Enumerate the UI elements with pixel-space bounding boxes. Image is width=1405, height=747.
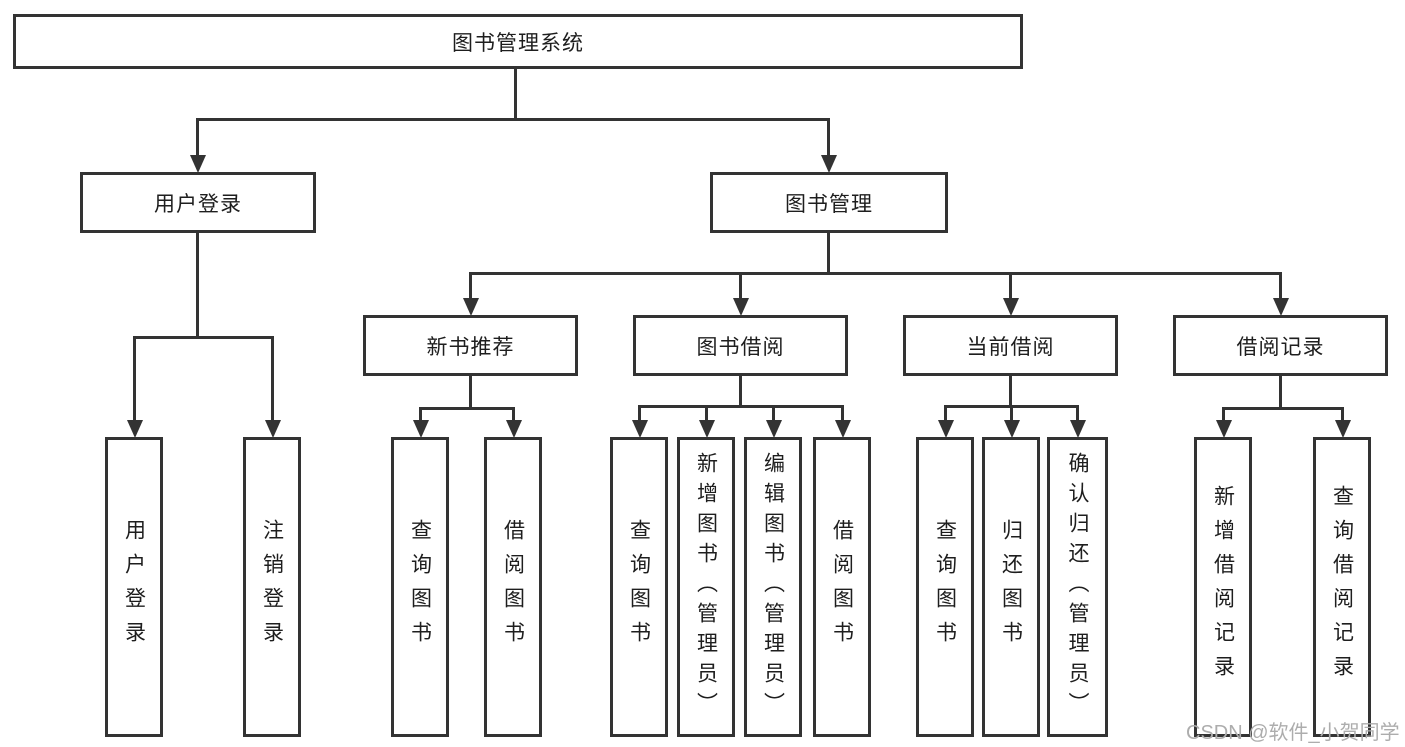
- connector-line: [469, 376, 472, 407]
- connector-line: [512, 407, 515, 423]
- connector-line: [1076, 405, 1079, 423]
- csdn-watermark: CSDN @软件_小贺同学: [1186, 722, 1400, 744]
- node-book-management: 图书管理: [710, 172, 948, 233]
- arrowhead-down-icon: [1003, 298, 1019, 316]
- connector-line: [638, 405, 844, 408]
- node-borrowing-records: 借阅记录: [1173, 315, 1388, 376]
- node-add-books-admin: 新增图书（管理员）: [677, 437, 735, 737]
- node-user-login: 用户登录: [80, 172, 316, 233]
- arrowhead-down-icon: [413, 420, 429, 438]
- node-label: 图书借阅: [696, 335, 785, 359]
- node-return-books: 归还图书: [982, 437, 1040, 737]
- arrowhead-down-icon: [127, 420, 143, 438]
- node-query-books-borrowing: 查询图书: [610, 437, 668, 737]
- connector-line: [1222, 407, 1225, 423]
- node-book-borrowing: 图书借阅: [633, 315, 848, 376]
- node-edit-books-admin: 编辑图书（管理员）: [744, 437, 802, 737]
- connector-line: [196, 118, 830, 121]
- arrowhead-down-icon: [699, 420, 715, 438]
- node-user-login-leaf: 用户登录: [105, 437, 163, 737]
- node-label: 新增图书（管理员）: [694, 452, 718, 722]
- connector-line: [841, 405, 844, 423]
- node-add-borrow-record: 新增借阅记录: [1194, 437, 1252, 737]
- connector-line: [419, 407, 515, 410]
- node-label: 借阅记录: [1236, 335, 1325, 359]
- connector-line: [827, 233, 830, 272]
- arrowhead-down-icon: [766, 420, 782, 438]
- node-query-books-current: 查询图书: [916, 437, 974, 737]
- connector-line: [944, 405, 947, 423]
- node-current-borrowing: 当前借阅: [903, 315, 1118, 376]
- arrowhead-down-icon: [1216, 420, 1232, 438]
- node-query-books-recommend: 查询图书: [391, 437, 449, 737]
- node-borrow-books-recommend: 借阅图书: [484, 437, 542, 737]
- connector-line: [772, 405, 775, 423]
- node-label: 当前借阅: [966, 335, 1055, 359]
- node-label: 查询图书: [627, 519, 651, 655]
- node-logout: 注销登录: [243, 437, 301, 737]
- node-label: 新增借阅记录: [1211, 485, 1235, 689]
- node-confirm-return-admin: 确认归还（管理员）: [1047, 437, 1108, 737]
- connector-line: [638, 405, 641, 423]
- connector-line: [469, 272, 1282, 275]
- node-label: 图书管理: [785, 192, 873, 216]
- connector-line: [271, 336, 274, 423]
- node-library-management-system: 图书管理系统: [13, 14, 1023, 69]
- node-label: 注销登录: [260, 519, 284, 655]
- node-label: 借阅图书: [830, 519, 854, 655]
- connector-line: [1341, 407, 1344, 423]
- connector-line: [739, 272, 742, 301]
- node-label: 确认归还（管理员）: [1066, 452, 1089, 722]
- arrowhead-down-icon: [835, 420, 851, 438]
- connector-line: [1010, 405, 1013, 423]
- arrowhead-down-icon: [506, 420, 522, 438]
- connector-line: [419, 407, 422, 423]
- connector-line: [739, 376, 742, 405]
- connector-line: [133, 336, 274, 339]
- arrowhead-down-icon: [1070, 420, 1086, 438]
- node-label: 借阅图书: [501, 519, 525, 655]
- node-label: 编辑图书（管理员）: [761, 452, 785, 722]
- node-label: 查询图书: [933, 519, 957, 655]
- arrowhead-down-icon: [1335, 420, 1351, 438]
- arrowhead-down-icon: [265, 420, 281, 438]
- connector-line: [196, 233, 199, 336]
- connector-line: [1009, 376, 1012, 405]
- connector-line: [1279, 376, 1282, 407]
- arrowhead-down-icon: [821, 155, 837, 173]
- node-borrow-books-borrowing: 借阅图书: [813, 437, 871, 737]
- node-label: 新书推荐: [426, 335, 515, 359]
- arrowhead-down-icon: [190, 155, 206, 173]
- arrowhead-down-icon: [938, 420, 954, 438]
- arrowhead-down-icon: [632, 420, 648, 438]
- node-new-book-recommendation: 新书推荐: [363, 315, 578, 376]
- connector-line: [1279, 272, 1282, 301]
- node-label: 查询借阅记录: [1330, 485, 1354, 689]
- connector-line: [705, 405, 708, 423]
- connector-line: [827, 118, 830, 158]
- node-label: 归还图书: [999, 519, 1023, 655]
- connector-line: [196, 118, 199, 158]
- node-query-borrow-record: 查询借阅记录: [1313, 437, 1371, 737]
- arrowhead-down-icon: [463, 298, 479, 316]
- arrowhead-down-icon: [733, 298, 749, 316]
- node-label: 用户登录: [154, 192, 242, 216]
- node-label: 图书管理系统: [452, 31, 584, 55]
- connector-line: [1222, 407, 1343, 410]
- node-label: 查询图书: [408, 519, 432, 655]
- arrowhead-down-icon: [1273, 298, 1289, 316]
- connector-line: [1009, 272, 1012, 301]
- node-label: 用户登录: [122, 519, 146, 655]
- connector-line: [514, 69, 517, 118]
- arrowhead-down-icon: [1004, 420, 1020, 438]
- connector-line: [469, 272, 472, 301]
- connector-line: [133, 336, 136, 423]
